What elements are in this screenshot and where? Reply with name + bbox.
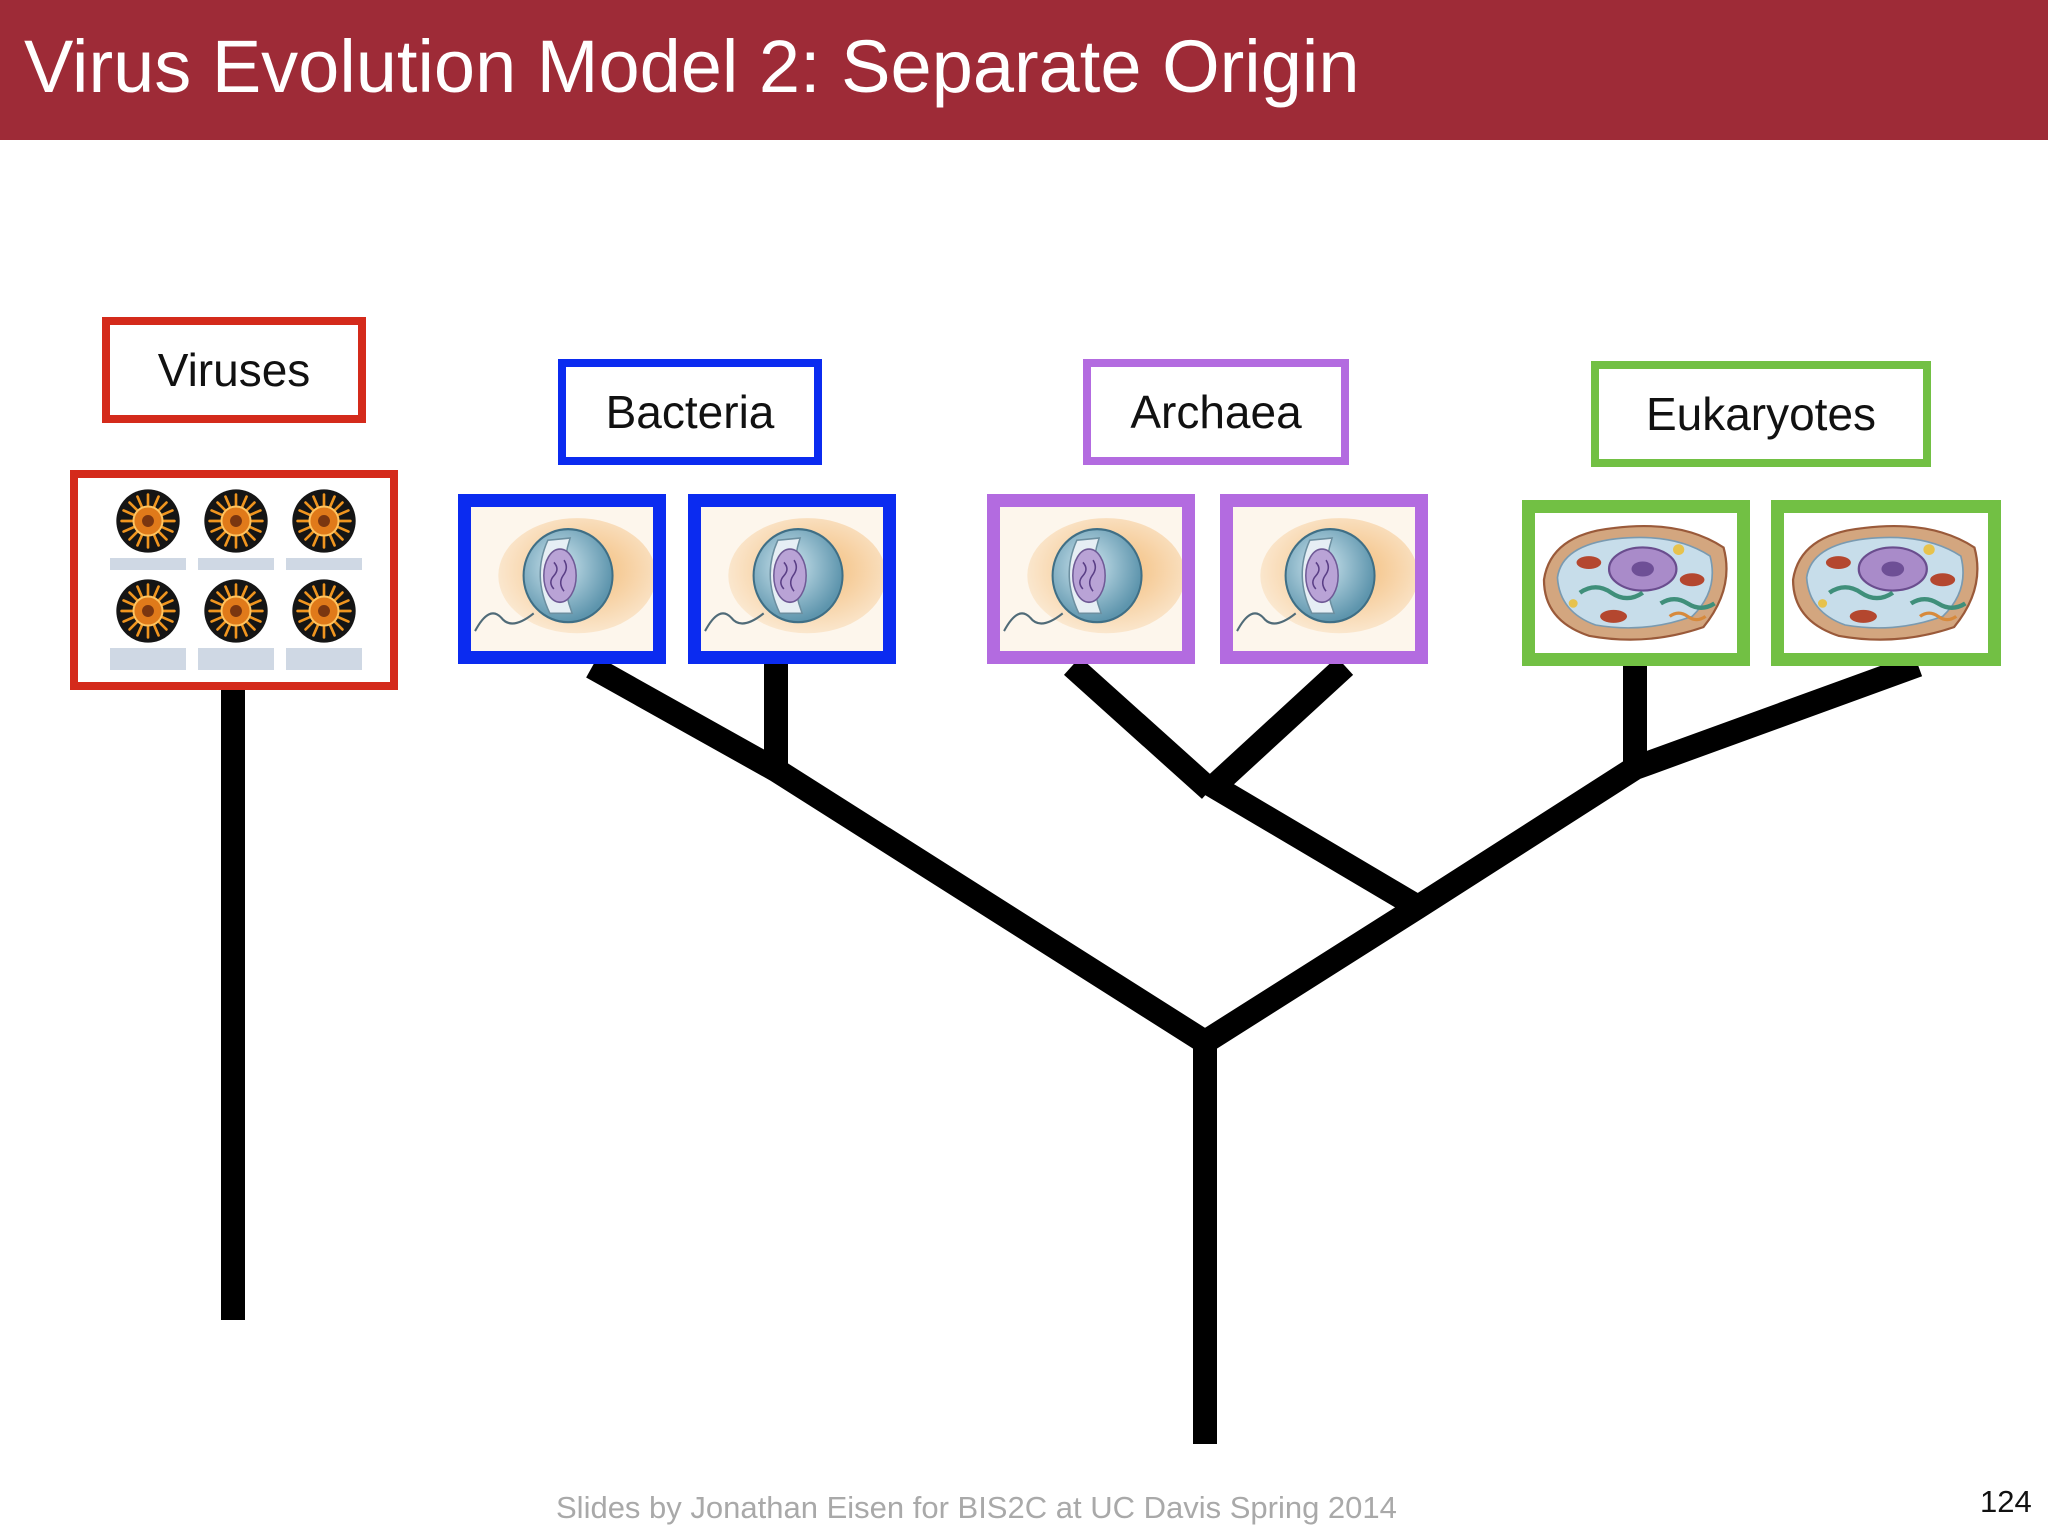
prokaryote-cell-icon (1000, 507, 1182, 651)
bacteria-label-box: Bacteria (558, 359, 822, 465)
archaea-label: Archaea (1130, 386, 1302, 438)
bacteria-image-2 (688, 494, 896, 664)
viruses-label-box: Viruses (102, 317, 366, 423)
root-to-bacteria-line (586, 656, 1212, 1053)
eukaryotes-label-box: Eukaryotes (1591, 361, 1931, 467)
archaea-euk-split-line (1203, 773, 1425, 918)
prokaryote-cell-icon (701, 507, 883, 651)
bacteria-label: Bacteria (605, 386, 775, 438)
archaea-left-branch (1063, 657, 1219, 799)
archaea-right-branch (1201, 657, 1354, 799)
page-number: 124 (1980, 1484, 2032, 1519)
title-bar: Virus Evolution Model 2: Separate Origin (0, 0, 2048, 140)
slide-footer: Slides by Jonathan Eisen for BIS2C at UC… (556, 1490, 1397, 1525)
archaea-image-1 (987, 494, 1195, 664)
root-to-archaea-euk-line (1198, 653, 1923, 1053)
viruses-label: Viruses (157, 344, 311, 396)
archaea-label-box: Archaea (1083, 359, 1349, 465)
bacteria-image-1 (458, 494, 666, 664)
eukaryotes-label: Eukaryotes (1645, 388, 1877, 440)
virus-collage (70, 470, 398, 690)
eukaryote-cell-icon (1535, 513, 1737, 653)
prokaryote-cell-icon (471, 507, 653, 651)
eukaryote-image-2 (1771, 500, 2001, 666)
archaea-image-2 (1220, 494, 1428, 664)
eukaryote-image-1 (1522, 500, 1750, 666)
prokaryote-cell-icon (1233, 507, 1415, 651)
eukaryote-cell-icon (1784, 513, 1988, 653)
slide-title: Virus Evolution Model 2: Separate Origin (24, 25, 1360, 108)
